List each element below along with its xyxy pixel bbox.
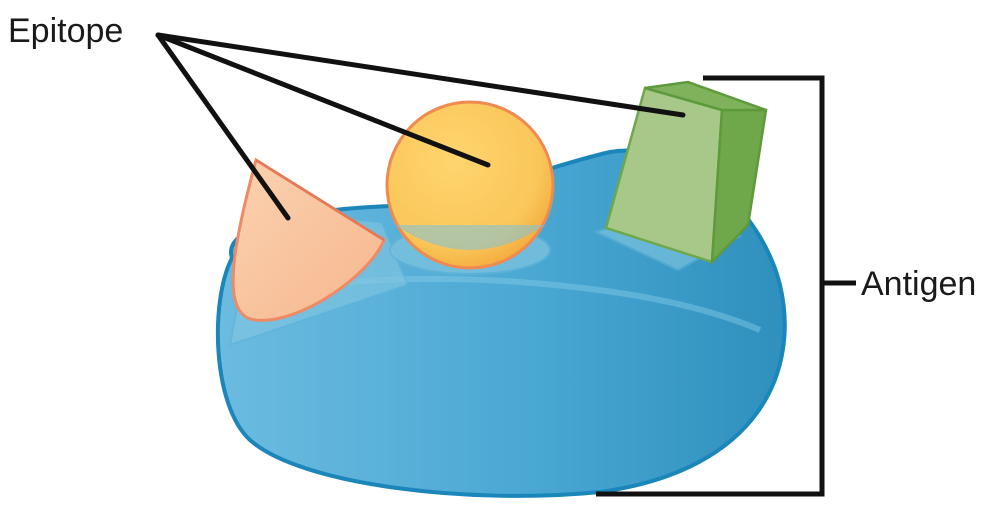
- leader-line-sphere: [155, 32, 491, 168]
- leader-line-cone: [155, 32, 291, 221]
- cone-epitope: [228, 157, 410, 347]
- epitope-label: Epitope: [8, 12, 123, 50]
- leader-line-prism: [155, 32, 686, 118]
- sphere-epitope: [385, 100, 555, 275]
- antigen-bracket: [596, 75, 856, 497]
- prism-epitope: [593, 80, 768, 272]
- antigen-label: Antigen: [861, 265, 976, 303]
- epitope-leader-lines: [155, 32, 686, 221]
